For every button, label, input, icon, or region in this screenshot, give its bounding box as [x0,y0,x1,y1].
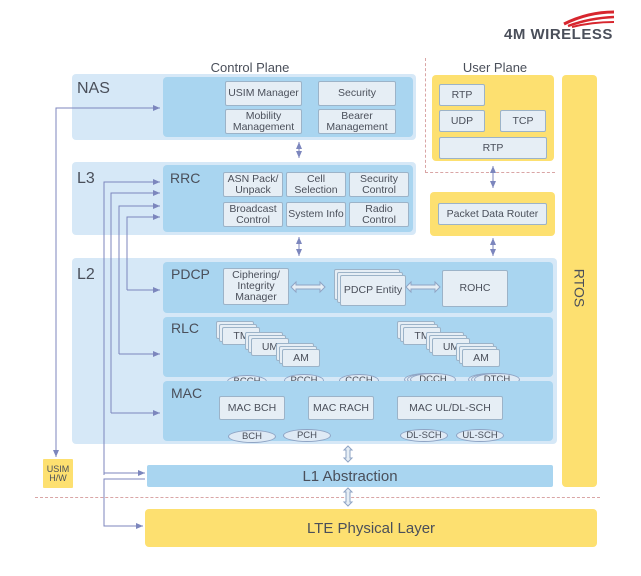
user-plane-title: User Plane [462,60,528,75]
security-box: Security [318,81,396,106]
mac-bch-box: MAC BCH [219,396,285,420]
logo: 4M WIRELESS [500,10,640,43]
l2-label: L2 [77,266,95,283]
mac-label: MAC [171,385,203,401]
rohc-box: ROHC [442,270,508,307]
rrc-label: RRC [170,170,201,186]
pch-channel: PCH [283,429,331,442]
ciphering-integrity-box: Ciphering/ Integrity Manager [223,268,289,305]
tcp-box: TCP [500,110,546,132]
usim-manager-box: USIM Manager [225,81,302,106]
radio-control-box: Radio Control [349,202,409,227]
l1-abstraction-label: L1 Abstraction [302,467,398,485]
rlc-am-box: AM [282,349,320,367]
rtos-bar [562,75,597,487]
rlc-label: RLC [171,320,200,336]
rlc-tm-box-2: TM [403,327,441,345]
phy-feed [103,478,145,529]
pdcp-label: PDCP [171,266,210,282]
l3-label: L3 [77,170,95,187]
wireless-waves-icon [563,10,615,28]
bearer-management-box: Bearer Management [318,109,396,134]
physical-layer-divider [35,497,600,498]
control-plane-title: Control Plane [210,60,290,75]
logo-text: 4M WIRELESS [504,26,613,43]
broadcast-control-box: Broadcast Control [223,202,283,227]
cell-selection-box: Cell Selection [286,172,346,197]
udp-box: UDP [439,110,485,132]
rlc-um-box: UM [251,338,289,356]
l1-abstraction: L1 Abstraction [147,465,553,487]
system-info-box: System Info [286,202,346,227]
usim-hw-label: USIM H/W [46,463,70,483]
bch-channel: BCH [228,430,276,443]
rtos-label: RTOS [571,268,588,308]
rlc-tm-box: TM [222,327,260,345]
rtp-box-bottom: RTP [439,137,547,159]
usim-hw-box: USIM H/W [43,459,73,488]
pdcp-entity-box: PDCP Entity [340,275,406,306]
asn-pack-box: ASN Pack/ Unpack [223,172,283,197]
mac-l1-arrow [342,445,354,463]
rlc-inner [163,317,553,377]
mac-rach-box: MAC RACH [308,396,374,420]
mobility-management-box: Mobility Management [225,109,302,134]
nas-label: NAS [77,80,110,97]
rlc-am-box-2: AM [462,349,500,367]
lte-physical-layer: LTE Physical Layer [145,509,597,547]
mac-ul-dl-sch-box: MAC UL/DL-SCH [397,396,503,420]
packet-data-router-box: Packet Data Router [438,203,547,225]
rlc-um-box-2: UM [432,338,470,356]
security-control-box: Security Control [349,172,409,197]
dl-sch-channel: DL-SCH [400,429,448,442]
ul-sch-channel: UL-SCH [456,429,504,442]
rtp-box-top: RTP [439,84,485,106]
lte-physical-layer-label: LTE Physical Layer [306,519,436,537]
